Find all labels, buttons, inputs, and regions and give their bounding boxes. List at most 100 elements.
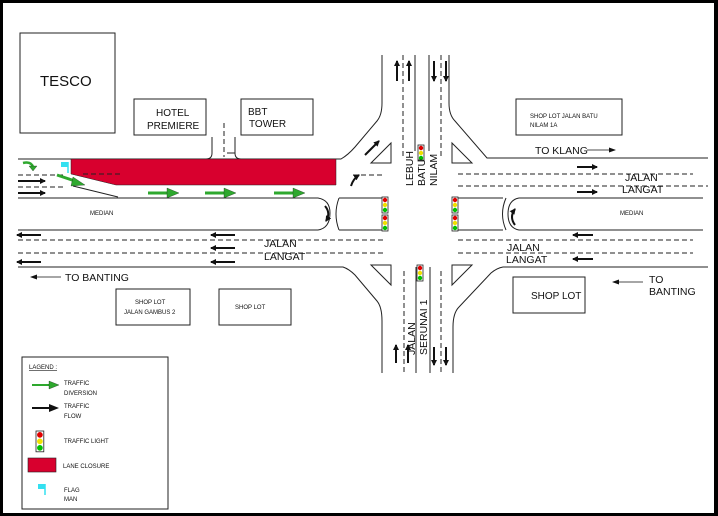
legend-label-flow-1: TRAFFIC xyxy=(64,404,90,410)
shop-lot-gambus-label-2: JALAN GAMBUS 2 xyxy=(124,310,176,316)
median-label-east: MEDIAN xyxy=(620,211,643,217)
red-lamp xyxy=(452,215,458,221)
island-ne xyxy=(451,141,474,164)
legend-label-lane-closure: LANE CLOSURE xyxy=(63,464,109,470)
shop-lot-gambus-label-1: SHOP LOT xyxy=(135,300,166,306)
flag-man-icon xyxy=(61,162,69,173)
yellow-lamp xyxy=(418,150,424,156)
red-lamp xyxy=(452,197,458,203)
road-label-nilam: NILAM xyxy=(428,154,440,186)
legend-traffic-light-icon xyxy=(35,430,45,453)
diversion-arrow-1 xyxy=(148,187,180,199)
uturn-arrow-east xyxy=(509,208,516,226)
shop-lot-right-label: SHOP LOT xyxy=(531,291,581,302)
median-label-west: MEDIAN xyxy=(90,211,113,217)
island-sw xyxy=(369,264,392,287)
legend-label-diversion-2: DIVERSION xyxy=(64,391,97,397)
green-lamp xyxy=(418,155,424,161)
diversion-arrow-2 xyxy=(205,187,237,199)
legend-box xyxy=(21,356,169,510)
road-label-langat-e-upper: LANGAT xyxy=(622,184,664,196)
median-east xyxy=(507,197,703,231)
access-road-left xyxy=(205,137,213,160)
legend-label-flag-1: FLAG xyxy=(64,488,80,494)
hotel-premiere-building xyxy=(133,98,207,136)
legend-black-arrow-icon xyxy=(32,404,59,412)
direction-to-klang: TO KLANG xyxy=(535,145,588,157)
tesco-building xyxy=(19,32,116,134)
bbt-tower-building xyxy=(240,98,314,136)
shop-lot-batu-nilam-label-2: NILAM 1A xyxy=(530,123,557,129)
shop-lot-right-building xyxy=(512,276,586,314)
yellow-lamp xyxy=(37,438,43,445)
bbt-tower-label-1: BBT xyxy=(248,107,267,118)
shop-lot-batu-nilam-label-1: SHOP LOT JALAN BATU xyxy=(530,114,598,120)
red-lamp xyxy=(417,265,423,271)
taper-line xyxy=(72,185,119,198)
stopline-west xyxy=(339,197,386,231)
island-nw xyxy=(369,141,392,164)
traffic-light-south xyxy=(416,264,424,282)
north-center-median xyxy=(414,55,430,151)
green-lamp xyxy=(417,275,423,281)
bbt-tower-label-2: TOWER xyxy=(249,119,286,130)
road-label-batu: BATU xyxy=(416,159,428,186)
green-lamp xyxy=(382,225,388,231)
road-label-langat-w: LANGAT xyxy=(264,251,306,263)
red-lamp xyxy=(418,145,424,151)
hotel-premiere-label-2: PREMIERE xyxy=(147,121,200,132)
shop-lot-gambus-building xyxy=(115,288,191,326)
red-lamp xyxy=(37,432,43,438)
road-label-jalan-w: JALAN xyxy=(264,238,297,250)
traffic-diagram: TESCO HOTEL PREMIERE BBT TOWER SHOP LOT … xyxy=(16,32,708,510)
road-edge-nw xyxy=(18,55,383,160)
green-lamp xyxy=(452,207,458,213)
road-edge-sw xyxy=(18,266,383,373)
road-label-langat-e-lower: LANGAT xyxy=(506,254,548,266)
south-center-median xyxy=(415,267,431,373)
diversion-arrow-3 xyxy=(274,187,306,199)
shop-lot-center-building xyxy=(218,288,292,326)
yellow-lamp xyxy=(452,202,458,208)
legend: LAGEND : TRAFFIC DIVERSION TRAFFIC FLOW … xyxy=(21,356,169,510)
turn-arrow-left-north xyxy=(364,140,380,156)
green-lamp xyxy=(382,207,388,213)
uturn-arrow-west xyxy=(324,205,332,222)
road-label-jalan-e-upper: JALAN xyxy=(625,172,658,184)
lane-closure-area xyxy=(70,158,337,186)
median-west xyxy=(18,197,331,231)
traffic-light-east-2 xyxy=(451,214,459,232)
stopline-east xyxy=(457,197,503,231)
legend-label-flag-2: MAN xyxy=(64,497,77,503)
road-label-jalan-south: JALAN xyxy=(406,322,418,355)
road-label-jalan-e-lower: JALAN xyxy=(507,242,540,254)
red-lamp xyxy=(382,197,388,203)
traffic-light-east-1 xyxy=(451,196,459,214)
traffic-light-west-2 xyxy=(381,214,389,232)
hotel-premiere-label-1: HOTEL xyxy=(156,108,190,119)
yellow-lamp xyxy=(382,220,388,226)
access-road-right xyxy=(234,137,242,160)
road-edge-se xyxy=(452,266,708,373)
tesco-label: TESCO xyxy=(40,73,92,90)
green-lamp xyxy=(37,445,43,451)
legend-lane-closure-icon xyxy=(27,457,57,473)
legend-flag-icon xyxy=(38,484,46,495)
diversion-arrow-curve xyxy=(22,161,38,172)
turn-arrow-west-up xyxy=(350,174,360,187)
green-lamp xyxy=(452,225,458,231)
road-edge-ne xyxy=(448,55,708,159)
legend-green-arrow-icon xyxy=(32,380,60,390)
direction-to-banting-west: TO BANTING xyxy=(65,272,129,284)
red-lamp xyxy=(382,215,388,221)
yellow-lamp xyxy=(452,220,458,226)
shop-lot-center-label: SHOP LOT xyxy=(235,305,266,311)
traffic-light-north xyxy=(417,144,425,162)
yellow-lamp xyxy=(417,270,423,276)
road-label-serunai: SERUNAI 1 xyxy=(418,299,430,355)
diversion-arrow-merge xyxy=(56,173,86,187)
direction-to-banting-east-2: BANTING xyxy=(649,286,696,298)
legend-label-diversion-1: TRAFFIC xyxy=(64,381,90,387)
road-label-lebuh: LEBUH xyxy=(404,151,416,186)
legend-label-traffic-light: TRAFFIC LIGHT xyxy=(64,439,109,445)
